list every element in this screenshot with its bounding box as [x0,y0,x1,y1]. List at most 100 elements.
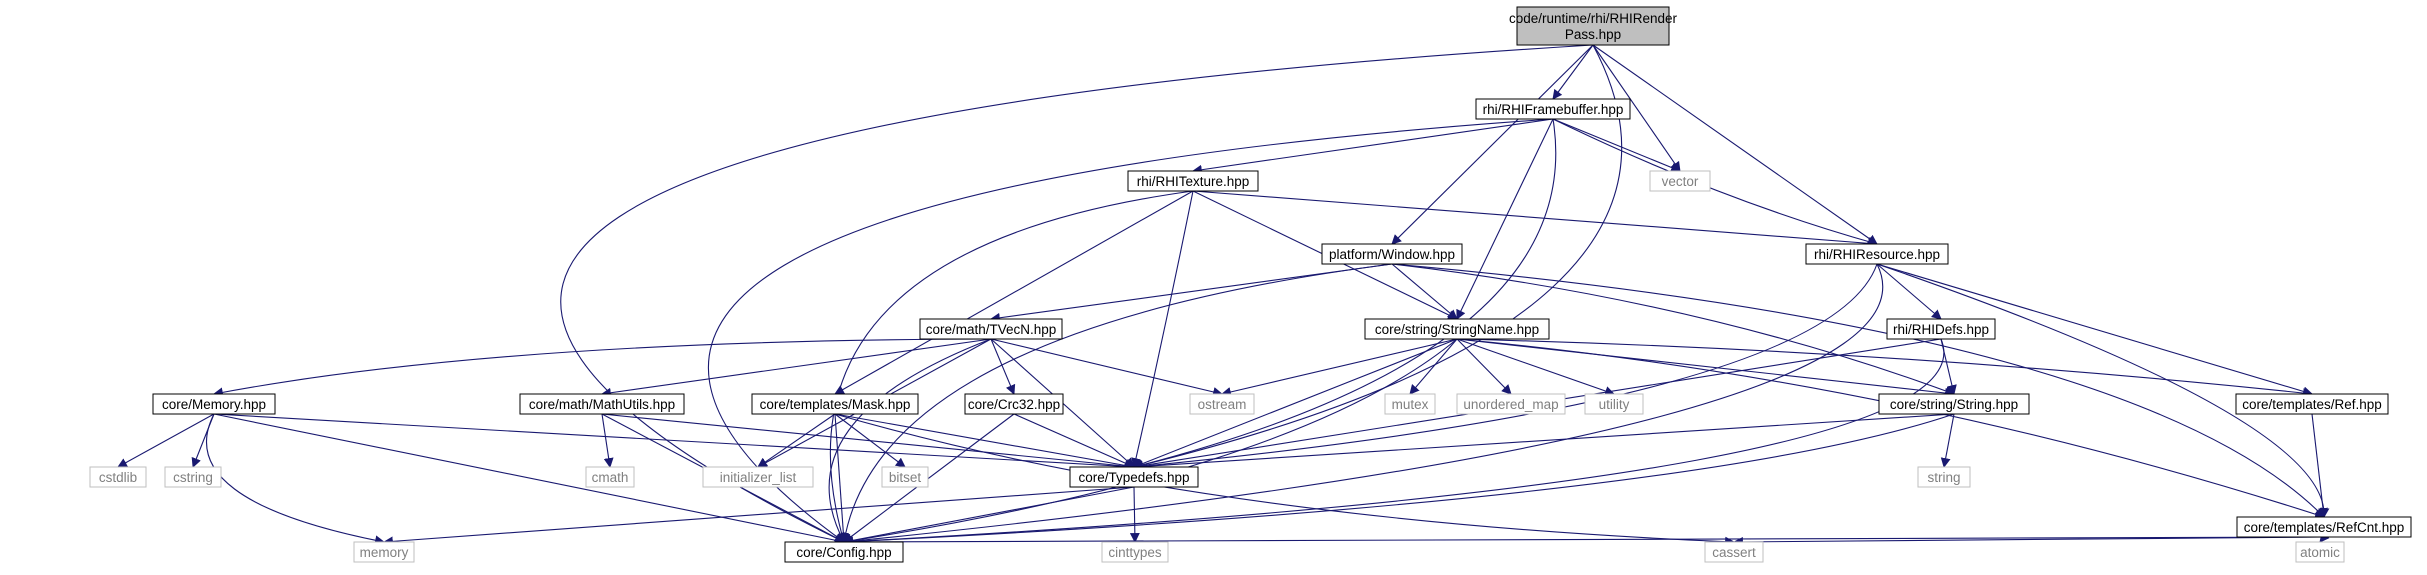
node-crc32[interactable]: core/Crc32.hpp [964,393,1064,415]
node-box-tvecn [919,318,1063,340]
node-box-memory_h [152,393,276,415]
node-strname[interactable]: core/string/StringName.hpp [1364,318,1550,340]
node-label-rhifb: rhi/RHIFramebuffer.hpp [1483,102,1624,117]
edge-root-to-vector [1592,44,1681,172]
edge-tvecn-to-memory_h [213,338,992,398]
node-label-string_h: core/string/String.hpp [1890,397,2018,412]
edge-window-to-config [840,263,1393,543]
node-ostream: ostream [1189,393,1255,415]
edge-strname-to-utility [1456,338,1615,396]
node-umap: unordered_map [1456,393,1566,415]
node-label-bitset: bitset [889,470,922,485]
edge-rhires-to-rhidefs [1876,263,1942,320]
node-label-memory_h: core/Memory.hpp [162,397,266,412]
node-box-utility [1584,393,1644,415]
node-initlist: initializer_list [702,466,814,488]
node-utility: utility [1584,393,1644,415]
edge-rhitex-to-mask [834,190,1194,395]
node-box-rhires [1805,243,1949,265]
node-window[interactable]: platform/Window.hpp [1321,243,1463,265]
edge-mathutils-to-typedefs [601,413,1135,472]
node-box-window [1321,243,1463,265]
node-label-rhitex: rhi/RHITexture.hpp [1137,174,1250,189]
edge-mask-to-typedefs [834,413,1135,471]
node-box-vector [1649,170,1711,192]
edge-strname-to-ref [1456,338,2313,398]
edge-typedefs-to-cinttypes [1129,486,1140,543]
edge-refcnt-to-atomic [2319,531,2330,543]
node-label-rhidefs: rhi/RHIDefs.hpp [1893,322,1989,337]
edge-rhifb-to-vector [1552,118,1681,173]
edge-strname-to-umap [1456,338,1512,395]
node-mathutils[interactable]: core/math/MathUtils.hpp [519,393,685,415]
node-label-rhires: rhi/RHIResource.hpp [1814,247,1940,262]
edge-rhitex-to-typedefs [1131,190,1194,468]
node-bitset: bitset [881,466,929,488]
node-rhifb[interactable]: rhi/RHIFramebuffer.hpp [1475,98,1631,120]
edge-rhitex-to-rhires [1192,190,1878,249]
node-label-cmath: cmath [592,470,629,485]
edge-window-to-string_h [1391,263,1955,396]
node-box-cassert [1704,541,1764,563]
edge-typedefs-to-config [843,486,1135,546]
node-string_h[interactable]: core/string/String.hpp [1878,393,2030,415]
edge-crc32-to-typedefs [1013,413,1135,468]
node-tvecn[interactable]: core/math/TVecN.hpp [919,318,1063,340]
node-box-rhifb [1475,98,1631,120]
edge-window-to-strname [1391,263,1458,320]
node-memory_std: memory [353,541,415,563]
node-box-cinttypes [1101,541,1169,563]
edge-memory_h-to-typedefs [213,413,1135,472]
node-box-umap [1456,393,1566,415]
edge-string_h-to-typedefs [1133,413,1955,472]
node-rhires[interactable]: rhi/RHIResource.hpp [1805,243,1949,265]
edge-layer [117,44,2330,547]
edge-memory_h-to-memory_std [205,413,385,546]
edge-rhifb-to-rhires [1552,118,1878,247]
edge-ref-to-refcnt [2311,413,2328,518]
node-vector: vector [1649,170,1711,192]
node-memory_h[interactable]: core/Memory.hpp [152,393,276,415]
node-label-tvecn: core/math/TVecN.hpp [926,322,1057,337]
node-config[interactable]: core/Config.hpp [784,541,904,563]
node-refcnt[interactable]: core/templates/RefCnt.hpp [2236,516,2412,538]
node-rhidefs[interactable]: rhi/RHIDefs.hpp [1886,318,1996,340]
edge-rhidefs-to-config [843,338,1945,547]
edge-root-to-window [1391,44,1594,245]
node-box-root [1516,6,1670,46]
edge-crc32-to-config [843,413,1015,543]
edge-rhifb-to-strname [1456,118,1554,320]
node-ref[interactable]: core/templates/Ref.hpp [2235,393,2389,415]
node-label-cinttypes: cinttypes [1108,545,1162,560]
node-cmath: cmath [585,466,635,488]
node-box-mutex [1384,393,1436,415]
node-cassert: cassert [1704,541,1764,563]
node-box-rhitex [1127,170,1259,192]
node-box-atomic [2295,541,2345,563]
edge-mathutils-to-cmath [601,413,614,468]
node-box-string_h [1878,393,2030,415]
node-box-cstring [164,466,222,488]
node-label-umap: unordered_map [1463,397,1558,412]
node-box-bitset [881,466,929,488]
edge-typedefs-to-memory_std [383,486,1135,547]
node-atomic: atomic [2295,541,2345,563]
node-box-refcnt [2236,516,2412,538]
node-label-ref: core/templates/Ref.hpp [2242,397,2382,412]
node-mutex: mutex [1384,393,1436,415]
node-label-window: platform/Window.hpp [1329,247,1455,262]
node-box-cstdlib [89,466,147,488]
node-mask[interactable]: core/templates/Mask.hpp [751,393,919,415]
edge-root-to-rhifb [1552,44,1594,100]
edge-mask-to-bitset [834,413,906,468]
edge-tvecn-to-crc32 [990,338,1016,395]
node-box-config [784,541,904,563]
node-box-memory_std [353,541,415,563]
node-typedefs[interactable]: core/Typedefs.hpp [1069,466,1199,488]
node-rhitex[interactable]: rhi/RHITexture.hpp [1127,170,1259,192]
edge-mask-to-cassert [834,413,1735,547]
